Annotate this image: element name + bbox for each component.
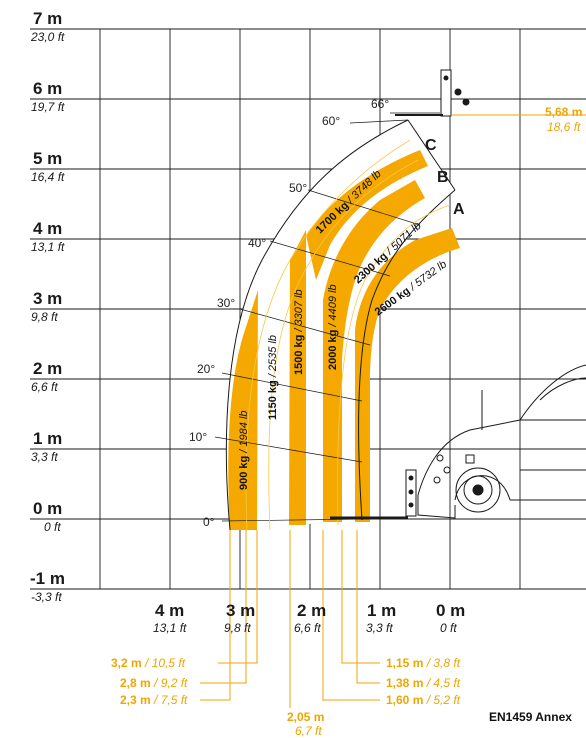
x-label-ft: 6,6 ft (294, 621, 321, 635)
band-1500 (289, 230, 306, 525)
x-label-m: 3 m (226, 601, 255, 620)
load-label-1700: 1700 kg / 3748 lb (314, 168, 384, 236)
angle-label: 0° (203, 515, 215, 529)
y-label-m: 1 m (33, 429, 62, 448)
measure-lines (200, 114, 586, 708)
reach-center-ft: 6,7 ft (295, 724, 322, 738)
angle-labels: 0° 10° 20° 30° 40° 50° 60° 66° (189, 97, 389, 529)
load-label-900: 900 kg / 1984 lb (238, 410, 250, 490)
y-label-m: 0 m (33, 499, 62, 518)
y-label-ft: 19,7 ft (31, 100, 65, 114)
load-labels: 900 kg / 1984 lb 1150 kg / 2535 lb 1500 … (238, 168, 449, 490)
reach-label: 2,3 m / 7,5 ft (120, 693, 188, 707)
load-label-2000: 2000 kg / 4409 lb (327, 284, 339, 370)
y-label-m: 4 m (33, 219, 62, 238)
x-label-m: 1 m (367, 601, 396, 620)
angle-label: 10° (189, 430, 207, 444)
zone-dividers (245, 139, 451, 531)
fork-carriage-top-icon (395, 69, 470, 117)
reach-label: 1,60 m / 5,2 ft (386, 693, 461, 707)
angle-label: 40° (248, 236, 266, 250)
band-2000 (323, 180, 425, 522)
band-900 (228, 290, 258, 530)
zone-label-a: A (453, 201, 465, 218)
load-label-2600: 2600 kg / 5732 lb (373, 258, 449, 318)
x-label-m: 4 m (155, 601, 184, 620)
max-height-ft: 18,6 ft (547, 120, 581, 134)
load-label-1500: 1500 kg / 3307 lb (293, 289, 305, 375)
max-height-m: 5,68 m (545, 105, 582, 119)
reach-center-m: 2,05 m (287, 710, 324, 724)
angle-label: 66° (371, 97, 389, 111)
load-label-1150: 1150 kg / 2535 lb (267, 335, 279, 420)
zone-label-c: C (425, 137, 437, 154)
zone-label-b: B (437, 169, 449, 186)
x-label-ft: 3,3 ft (366, 621, 393, 635)
y-label-ft: -3,3 ft (31, 590, 62, 604)
x-label-ft: 9,8 ft (224, 621, 251, 635)
reach-right-labels: 1,15 m / 3,8 ft 1,38 m / 4,5 ft 1,60 m /… (386, 656, 461, 707)
telehandler-icon (417, 364, 586, 519)
arc-lines (225, 119, 456, 531)
y-label-m: 7 m (33, 9, 62, 28)
x-label-m: 2 m (297, 601, 326, 620)
y-axis-labels: 7 m 23,0 ft 6 m 19,7 ft 5 m 16,4 ft 4 m … (30, 9, 65, 604)
y-label-m: 2 m (33, 359, 62, 378)
reach-label: 3,2 m / 10,5 ft (111, 656, 186, 670)
fork-carriage-icon (330, 469, 417, 520)
y-label-m: 6 m (33, 79, 62, 98)
angle-label: 50° (289, 181, 307, 195)
footnote: EN1459 Annex (489, 710, 572, 724)
angle-label: 60° (322, 114, 340, 128)
band-C (306, 150, 428, 280)
reach-label: 2,8 m / 9,2 ft (120, 676, 188, 690)
reach-label: 1,38 m / 4,5 ft (386, 676, 461, 690)
reach-label: 1,15 m / 3,8 ft (386, 656, 461, 670)
y-label-ft: 16,4 ft (31, 170, 65, 184)
band-2600 (355, 228, 460, 522)
angle-rays (214, 112, 440, 522)
y-label-ft: 3,3 ft (31, 450, 58, 464)
angle-label: 30° (217, 296, 235, 310)
y-label-m: 3 m (33, 289, 62, 308)
y-label-ft: 23,0 ft (30, 30, 65, 44)
x-axis-labels: 4 m 13,1 ft 3 m 9,8 ft 2 m 6,6 ft 1 m 3,… (153, 601, 465, 635)
y-label-ft: 0 ft (44, 520, 61, 534)
angle-label: 20° (197, 362, 215, 376)
y-label-ft: 6,6 ft (31, 380, 58, 394)
x-label-ft: 0 ft (440, 621, 457, 635)
load-label-2300: 2300 kg / 5071 lb (352, 220, 424, 286)
y-label-m: 5 m (33, 149, 62, 168)
x-label-m: 0 m (436, 601, 465, 620)
y-label-m: -1 m (30, 569, 65, 588)
y-label-ft: 13,1 ft (31, 240, 65, 254)
x-label-ft: 13,1 ft (153, 621, 187, 635)
load-bands (228, 150, 460, 530)
reach-left-labels: 3,2 m / 10,5 ft 2,8 m / 9,2 ft 2,3 m / 7… (111, 656, 188, 707)
y-label-ft: 9,8 ft (31, 310, 58, 324)
